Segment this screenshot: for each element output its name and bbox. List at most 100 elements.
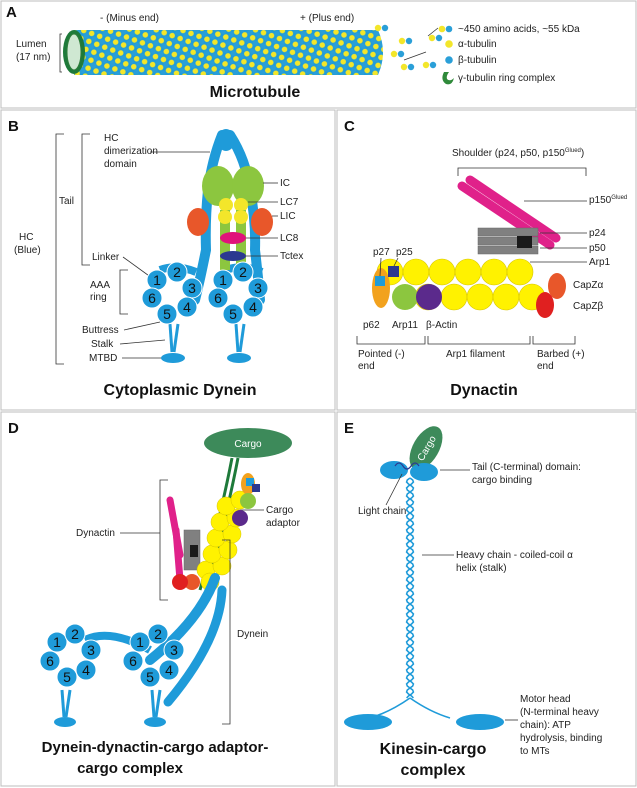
arp1-label: Arp1 — [589, 257, 611, 268]
ring-d-right-6: 6 — [129, 653, 137, 669]
cargo-adaptor-label: Cargo — [266, 505, 294, 516]
arp11 — [392, 284, 418, 310]
p50-dark-block — [517, 236, 532, 248]
light-chain-coil — [394, 462, 420, 470]
barbed-end-label-2: end — [537, 361, 554, 372]
aaa-label: AAA — [90, 280, 110, 291]
panel-e: E Cargo Tail (C-terminal) domain: cargo … — [336, 411, 637, 787]
shoulder-text: Shoulder (p24, p50, p150 — [452, 148, 565, 159]
motor-head-label-4: hydrolysis, binding — [520, 733, 602, 744]
p25-pointer — [393, 257, 399, 267]
p50-bar-1 — [477, 236, 539, 246]
hc-bracket — [55, 133, 64, 365]
p150-arm-2 — [465, 175, 561, 243]
capzb-d — [172, 574, 188, 590]
panel-a-title: Microtubule — [210, 84, 301, 101]
capzb-label: CapZβ — [573, 301, 603, 312]
shoulder-bracket — [457, 167, 587, 176]
stalk-pointer — [119, 339, 166, 345]
lc7-left — [219, 198, 233, 212]
legend-beta-label: β-tubulin — [458, 55, 497, 66]
motor-head-label-3: chain): ATP — [520, 720, 571, 731]
ring-left-1: 1 — [153, 272, 161, 288]
capz-alpha — [548, 273, 566, 299]
cargo-d-label: Cargo — [234, 439, 262, 450]
panel-d-title: Dynein-dynactin-cargo adaptor- — [42, 739, 269, 756]
panel-a-border — [0, 0, 637, 109]
ring-d-left-3: 3 — [87, 642, 95, 658]
ring-left-2: 2 — [173, 264, 181, 280]
barbed-end-bracket — [532, 336, 576, 345]
lc7-left-2 — [218, 210, 232, 224]
p25-label: p25 — [396, 247, 413, 258]
aaa-bracket — [119, 269, 128, 315]
microtubule-body — [74, 30, 383, 75]
hc-dimerization-label-3: domain — [104, 159, 137, 170]
pointed-end-label-2: end — [358, 361, 375, 372]
p27-d — [246, 478, 254, 486]
light-chain-label: Light chain — [358, 506, 406, 517]
ring-d-right-1: 1 — [136, 634, 144, 650]
arp11-d — [240, 493, 256, 509]
p150-d-2 — [166, 496, 184, 559]
dynein-label: Dynein — [237, 629, 268, 640]
p50-bar-2 — [477, 245, 539, 255]
cargo-e — [409, 426, 443, 470]
p27-label: p27 — [373, 247, 390, 258]
dynein-hc-d-2 — [163, 585, 227, 707]
p150-text: p150 — [589, 195, 612, 206]
dynein-bracket — [222, 539, 231, 725]
shoulder-close: ) — [581, 148, 584, 159]
heavy-chain-label: Heavy chain - coiled-coil α — [456, 550, 573, 561]
p50-label: p50 — [589, 243, 606, 254]
cargo-adaptor-label-2: adaptor — [266, 518, 301, 529]
legend-dimer-beta — [445, 25, 453, 33]
legend-aminoacids: ~450 amino acids, ~55 kDa — [458, 24, 580, 35]
panel-b-title: Cytoplasmic Dynein — [104, 382, 257, 399]
lumen-label: Lumen — [16, 39, 47, 50]
legend-alpha-swatch — [445, 40, 453, 48]
p27 — [375, 276, 385, 286]
tail-label: Tail — [59, 196, 74, 207]
panel-b: B HC (Blue) Tail AAA ring HC dimerizatio… — [0, 109, 336, 411]
lic-label: LIC — [280, 211, 296, 222]
arp1-filament-d — [196, 490, 250, 592]
plus-end-label: + (Plus end) — [300, 13, 354, 24]
p24-bar — [477, 227, 539, 237]
hc-dimerization-label-2: dimerization — [104, 146, 158, 157]
panel-c-letter: C — [344, 118, 355, 135]
legend-gamma-label: γ-tubulin ring complex — [458, 73, 555, 84]
ring-d-right-3: 3 — [170, 642, 178, 658]
ring-d-left-6: 6 — [46, 653, 54, 669]
beta-actin-label: β-Actin — [426, 320, 457, 331]
p25-d — [252, 484, 260, 492]
tail-domain-right — [410, 463, 438, 481]
ring-left-4: 4 — [183, 299, 191, 315]
capza-d — [184, 574, 200, 590]
panel-a-letter: A — [6, 4, 17, 21]
p62-label: p62 — [363, 320, 380, 331]
panel-c-border — [336, 109, 637, 411]
ring-left-3: 3 — [188, 280, 196, 296]
p150-sup: Glued — [611, 195, 627, 201]
panel-d-title-2: cargo complex — [77, 760, 184, 777]
neck-right — [409, 697, 451, 719]
cargo-d — [204, 428, 292, 458]
ring-d-right-4: 4 — [165, 662, 173, 678]
ring-right-6: 6 — [214, 290, 222, 306]
ring-right-1: 1 — [219, 272, 227, 288]
ring-left-6: 6 — [148, 290, 156, 306]
ring-right-3: 3 — [254, 280, 262, 296]
filament-label: Arp1 filament — [446, 349, 505, 360]
panel-e-title-2: complex — [401, 762, 466, 779]
tail-bracket — [81, 133, 90, 266]
panel-d-letter: D — [8, 420, 19, 437]
hc-blue-label: (Blue) — [14, 245, 41, 256]
ring-left-5: 5 — [163, 306, 171, 322]
p25 — [388, 266, 399, 277]
capz-beta — [536, 292, 554, 318]
motor-head-label-5: to MTs — [520, 746, 549, 757]
motor-domain-d-right: 1 2 3 4 5 6 — [122, 623, 185, 727]
lumen-bracket — [59, 33, 62, 73]
arp11-label: Arp11 — [392, 320, 418, 331]
